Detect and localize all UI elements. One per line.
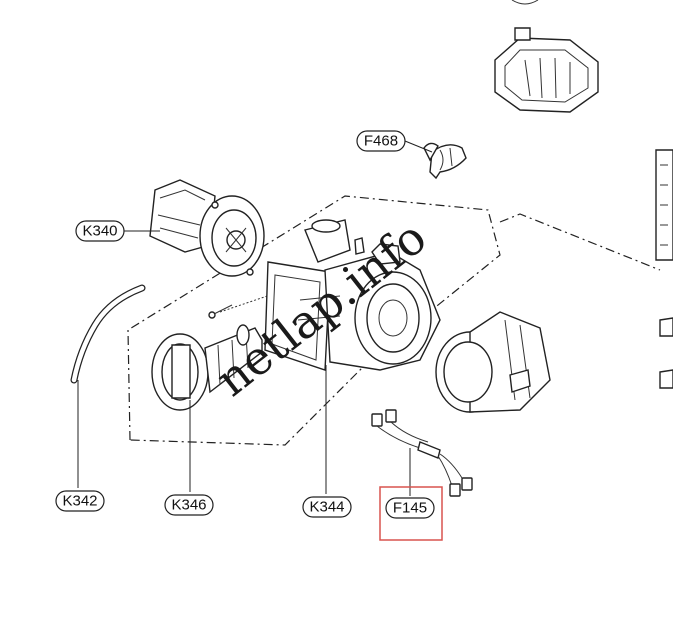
label-f468: F468 bbox=[356, 130, 406, 152]
clip-part bbox=[423, 142, 467, 180]
label-f145: F145 bbox=[385, 497, 435, 519]
label-k342: K342 bbox=[55, 490, 105, 512]
wire-harness bbox=[371, 409, 473, 497]
top-housing-part bbox=[494, 0, 599, 113]
label-k346-text: K346 bbox=[171, 497, 206, 514]
label-k340-text: K340 bbox=[82, 223, 117, 240]
drain-pump-motor bbox=[149, 179, 265, 277]
label-f468-text: F468 bbox=[364, 133, 398, 150]
pump-housing bbox=[264, 219, 441, 371]
assembly-boundary bbox=[127, 195, 501, 446]
right-bracket-part bbox=[655, 149, 673, 389]
label-k346: K346 bbox=[164, 494, 214, 516]
label-k340: K340 bbox=[75, 220, 125, 242]
label-f145-text: F145 bbox=[393, 500, 427, 517]
label-k344: K344 bbox=[302, 496, 352, 518]
label-k342-text: K342 bbox=[62, 493, 97, 510]
secondary-boundary bbox=[499, 213, 661, 271]
leader-f468 bbox=[404, 140, 433, 153]
drain-hose bbox=[70, 284, 146, 384]
circulation-pump-motor bbox=[435, 311, 551, 413]
label-k344-text: K344 bbox=[309, 499, 344, 516]
filter-cap bbox=[151, 324, 263, 411]
f145-highlight-box bbox=[379, 486, 443, 541]
